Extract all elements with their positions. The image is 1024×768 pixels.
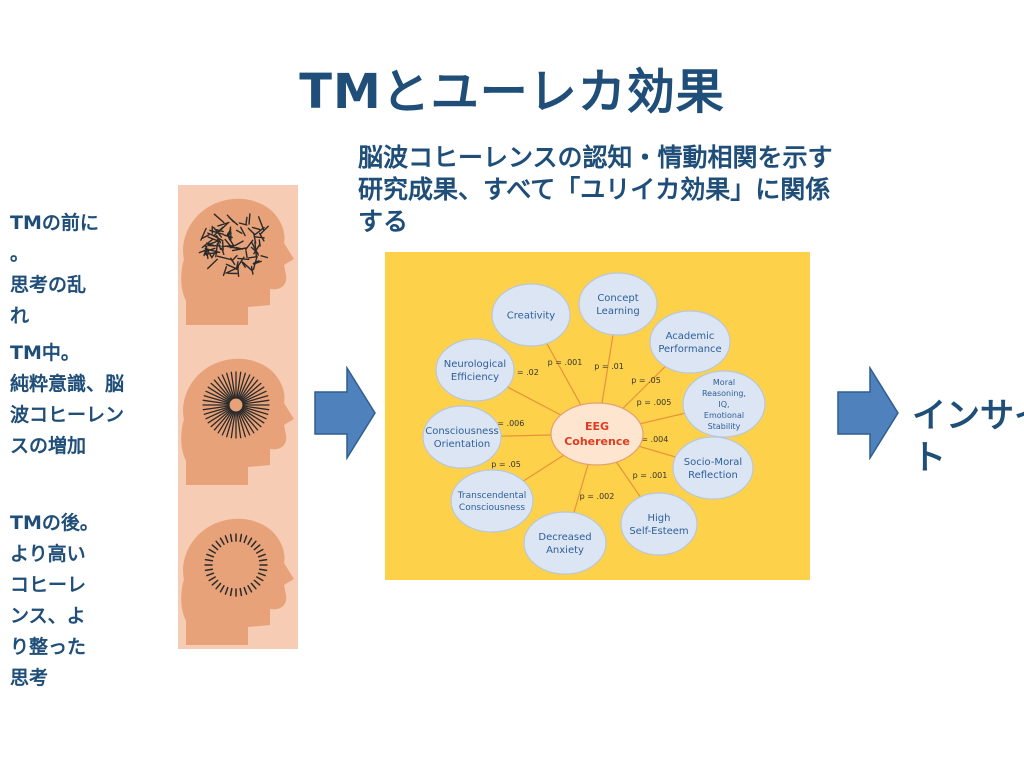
node-label: Consciousness xyxy=(425,426,499,437)
node-label: Emotional xyxy=(704,411,744,420)
node-label: Neurological xyxy=(444,359,506,370)
text-line: より高い xyxy=(10,543,86,565)
insight-line: インサイ xyxy=(912,396,1024,436)
p-value-label: p = .01 xyxy=(594,362,624,371)
node-label: Anxiety xyxy=(546,545,584,556)
node-label: IQ, xyxy=(718,400,729,409)
node-label: Orientation xyxy=(434,439,490,450)
center-label: Coherence xyxy=(564,435,630,448)
diagram-svg: p = .001 p = .01 p = .05 p = .005 p = .004 p … xyxy=(422,272,766,575)
node-label: Stability xyxy=(708,422,741,431)
insight-line: ト xyxy=(912,438,946,478)
p-value-label: p = .005 xyxy=(637,398,672,407)
messy-thoughts-head-icon xyxy=(181,198,294,325)
insight-text: インサイ ト xyxy=(912,395,1024,479)
p-value-label: p = .006 xyxy=(490,419,525,428)
node-label: Transcendental xyxy=(457,491,526,501)
p-value-label: p = .001 xyxy=(633,471,668,480)
heads-svg xyxy=(181,198,294,645)
text-line: TMの後。 xyxy=(10,512,99,534)
node-label: Reasoning, xyxy=(702,389,746,398)
node-label: Performance xyxy=(658,344,721,355)
eeg-coherence-diagram: p = .001 p = .01 p = .05 p = .005 p = .004 p … xyxy=(385,252,810,580)
node-label: High xyxy=(648,513,671,524)
text-line: ンス、よ xyxy=(10,605,86,627)
text-line: れ xyxy=(10,305,30,327)
radiant-coherence-head-icon xyxy=(181,358,294,485)
text-line: TMの前に xyxy=(10,212,99,234)
node-label: Decreased xyxy=(538,532,591,543)
p-value-label: p = .004 xyxy=(634,435,669,444)
node-label: Self-Esteem xyxy=(629,526,688,537)
node-label: Reflection xyxy=(688,470,738,481)
node-label: Moral xyxy=(713,378,735,387)
text-line: 純粋意識、脳 xyxy=(10,373,125,395)
page-title: TMとユーレカ効果 xyxy=(299,64,725,120)
subtitle: 脳波コヒーレンスの認知・情動相関を示す 研究成果、すべて「ユリイカ効果」に関係 … xyxy=(358,142,918,238)
text-line: 思考の乱 xyxy=(10,274,87,296)
text-line: 。 xyxy=(10,243,30,265)
diagram-node: Creativity xyxy=(491,283,571,347)
subtitle-line: 研究成果、すべて「ユリイカ効果」に関係 xyxy=(358,175,831,204)
subtitle-line: 脳波コヒーレンスの認知・情動相関を示す xyxy=(358,143,833,172)
subtitle-line: する xyxy=(358,207,409,236)
after-tm-text: TMの後。 より高い コヒーレ ンス、よ り整った 思考 xyxy=(10,508,170,694)
node-label: Efficiency xyxy=(451,372,499,383)
right-arrow-icon xyxy=(314,366,376,460)
node-label: Learning xyxy=(596,306,639,317)
p-value-label: p = .05 xyxy=(631,376,661,385)
p-value-label: p = .002 xyxy=(580,492,615,501)
before-tm-text: TMの前に 。 思考の乱 れ xyxy=(10,208,170,332)
right-arrow-icon xyxy=(837,366,899,460)
p-value-label: p = .001 xyxy=(548,358,583,367)
p-value-label: p = .05 xyxy=(491,460,521,469)
node-label: Consciousness xyxy=(459,503,525,513)
node-label: Creativity xyxy=(507,311,555,322)
center-node xyxy=(550,402,644,466)
during-tm-text: TM中。 純粋意識、脳 波コヒーレン スの増加 xyxy=(10,338,170,462)
node-label: Socio-Moral xyxy=(684,457,742,468)
text-line: り整った xyxy=(10,636,87,658)
text-line: スの増加 xyxy=(10,435,87,457)
center-label: EEG xyxy=(585,420,609,433)
text-line: 思考 xyxy=(10,667,49,689)
text-line: コヒーレ xyxy=(10,574,87,596)
heads-illustration-panel xyxy=(178,185,298,649)
node-label: Concept xyxy=(597,293,638,304)
ordered-thoughts-head-icon xyxy=(181,518,294,645)
node-label: Academic xyxy=(666,331,715,342)
text-line: 波コヒーレン xyxy=(10,404,125,426)
text-line: TM中。 xyxy=(10,342,80,364)
p-value-label: p = .02 xyxy=(509,368,539,377)
